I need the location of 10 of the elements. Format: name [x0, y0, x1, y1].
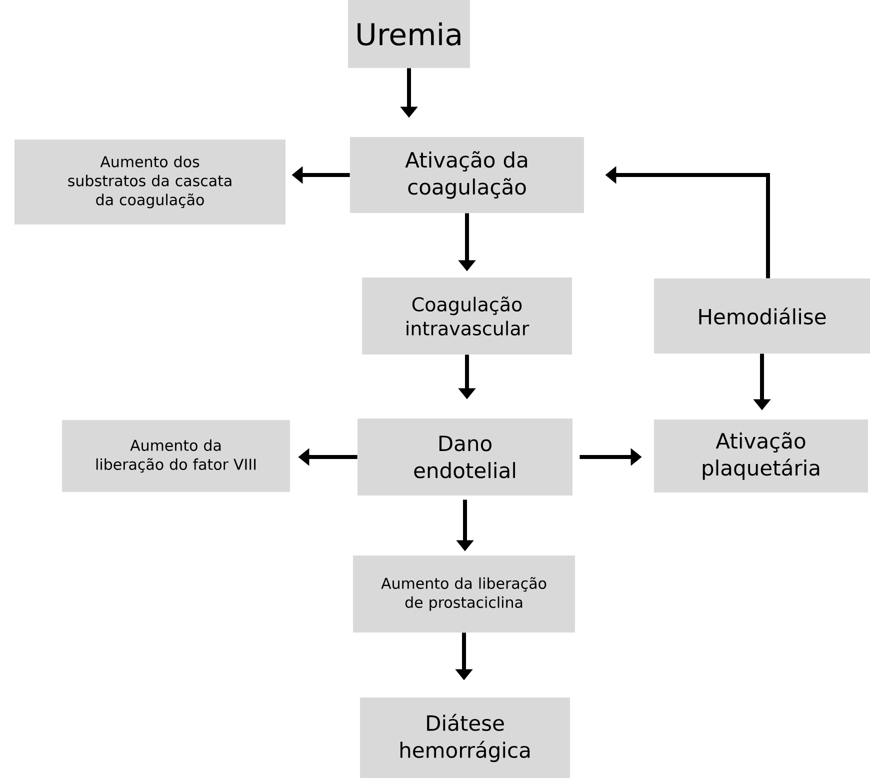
process-box: Diátese hemorrágica [360, 698, 570, 778]
process-box: Ativação da coagulação [350, 137, 584, 213]
process-box: Aumento da liberação do fator VIII [62, 420, 290, 492]
process-box: Dano endotelial [358, 418, 572, 496]
process-box: Uremia [348, 0, 470, 68]
process-box: Aumento dos substratos da cascata da coagulação [14, 140, 286, 224]
process-box: Aumento da liberação de prostaciclina [353, 556, 575, 632]
process-box: Ativação plaquetária [654, 420, 868, 492]
process-box: Coagulação intravascular [362, 278, 572, 354]
process-box: Hemodiálise [654, 278, 870, 354]
